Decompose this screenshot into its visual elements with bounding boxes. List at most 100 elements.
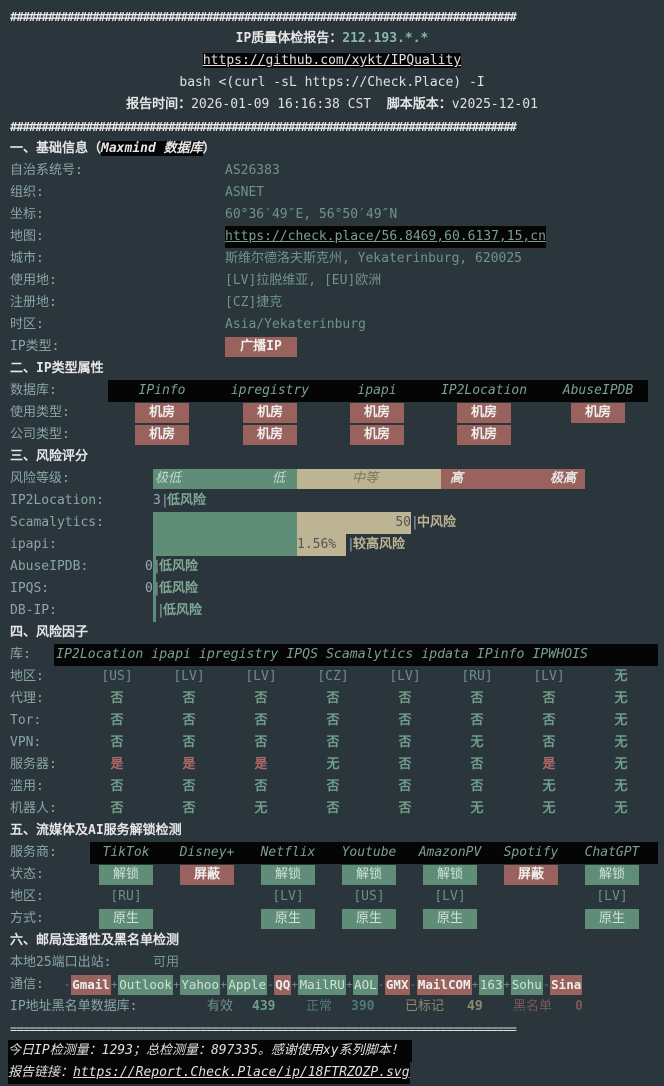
factor-value: 无	[614, 757, 628, 772]
factor-value: 否	[398, 779, 412, 794]
factors-lib-row: 库:IP2Location ipapi ipregistry IPQS Scam…	[0, 644, 664, 666]
report-meta: 报告时间：2026-01-09 16:16:38 CST 脚本版本：v2025-…	[0, 94, 664, 116]
factor-row: 滥用:否否否否否否无无	[0, 776, 664, 798]
db-header-bar	[108, 380, 648, 402]
basic-info-row: 注册地:[CZ]捷克	[0, 292, 664, 314]
report-link-label: 报告链接：	[8, 1065, 74, 1080]
factor-value: 否	[542, 691, 556, 706]
github-link[interactable]: https://github.com/xykt/IPQuality	[202, 53, 462, 68]
provider-name: TikTok	[102, 845, 150, 860]
provider-name: Spotify	[503, 845, 559, 860]
score-level: 低风险	[163, 603, 203, 618]
streaming-region: [LV]	[434, 889, 466, 904]
field-label: 服务器:	[10, 757, 57, 772]
mail-separator: -	[409, 978, 417, 991]
field-label: 本地25端口出站:	[10, 955, 112, 970]
mail-provider-outlook: Outlook	[118, 975, 174, 995]
hash-divider: ########################################…	[0, 116, 664, 138]
mail-provider-aol: AOL	[353, 975, 378, 995]
usage-type-badge: 机房	[243, 403, 297, 423]
db-name: IPinfo	[138, 383, 186, 398]
script-version: v2025-12-01	[451, 97, 538, 112]
factor-value: 是	[182, 757, 196, 772]
factor-value: [RU]	[461, 669, 493, 684]
report-time-label: 报告时间：	[126, 97, 192, 112]
lib-header-bar	[54, 644, 658, 666]
usage-type-badge: 机房	[571, 403, 625, 423]
factor-row: 代理:否否否否否否否无	[0, 688, 664, 710]
hash-divider: ########################################…	[0, 6, 664, 28]
company-type-badge: 机房	[135, 425, 189, 445]
normal-label: 正常	[306, 999, 333, 1014]
report-link-row: 报告链接：https://Report.Check.Place/ip/18FTR…	[0, 1062, 664, 1084]
factor-value: [US]	[101, 669, 133, 684]
unlock-method-badge: 原生	[423, 909, 477, 929]
db-name: AbuseIPDB	[562, 383, 634, 398]
company-type-row: 公司类型:机房机房机房机房	[0, 424, 664, 446]
field-label: 时区:	[10, 317, 44, 332]
field-label: 风险等级:	[10, 471, 70, 486]
factor-value: 无	[254, 801, 268, 816]
section-title: 二、IP类型属性	[10, 361, 104, 376]
risk-level-row: 风险等级:极低低中等高极高	[0, 468, 664, 490]
mail-separator: +	[503, 978, 511, 991]
factor-value: 是	[254, 757, 268, 772]
factor-value: 无	[326, 757, 340, 772]
report-link[interactable]: https://Report.Check.Place/ip/18FTRZOZP.…	[73, 1065, 410, 1080]
risk-level-label: 低	[272, 471, 286, 486]
score-value: 3	[153, 493, 161, 508]
section-risk-title: 三、风险评分	[0, 446, 664, 468]
field-value: Asia/Yekaterinburg	[225, 317, 366, 332]
unlock-status-badge: 屏蔽	[504, 865, 558, 885]
factor-value: 否	[110, 801, 124, 816]
field-label: 使用地:	[10, 273, 57, 288]
streaming-region: [US]	[353, 889, 385, 904]
basic-info-row: 地图:https://check.place/56.8469,60.6137,1…	[0, 226, 664, 248]
risk-level-label: 中等	[352, 471, 379, 486]
section-title-db: Maxmind 数据库	[101, 141, 203, 156]
field-label: 组织:	[10, 185, 44, 200]
ip-type-badge: 广播IP	[225, 337, 297, 357]
factor-row: VPN:否否否否否无否无	[0, 732, 664, 754]
field-label: Tor:	[10, 713, 42, 728]
factor-value: 否	[254, 779, 268, 794]
scamalytics-ipapi-bar	[153, 512, 297, 556]
map-link[interactable]: https://check.place/56.8469,60.6137,15,c…	[225, 226, 546, 248]
streaming-region-row: 地区:[RU][LV][US][LV][LV]	[0, 886, 664, 908]
mail-separator: -	[64, 978, 71, 991]
usage-type-badge: 机房	[350, 403, 404, 423]
usage-type-row: 使用类型:机房机房机房机房机房	[0, 402, 664, 424]
factor-value: [CZ]	[317, 669, 349, 684]
field-value: [CZ]捷克	[225, 295, 283, 310]
factor-value: 无	[542, 779, 556, 794]
factor-value: 否	[398, 691, 412, 706]
streaming-method-row: 方式:原生原生原生原生原生	[0, 908, 664, 930]
factor-value: 否	[542, 713, 556, 728]
score-source: Scamalytics:	[10, 515, 104, 530]
unlock-status-badge: 解锁	[99, 865, 153, 885]
hash-line: ########################################…	[10, 10, 517, 24]
factor-value: 否	[182, 801, 196, 816]
section-title: 四、风险因子	[10, 625, 89, 640]
basic-info-row: IP类型:广播IP	[0, 336, 664, 358]
factor-value: 是	[542, 757, 556, 772]
mail-separator: +	[471, 978, 479, 991]
score-source: DB-IP:	[10, 603, 57, 618]
field-label: 服务商:	[10, 845, 57, 860]
usage-type-badge: 机房	[457, 403, 511, 423]
unlock-status-badge: 解锁	[423, 865, 477, 885]
score-separator: |	[153, 581, 161, 596]
field-label: 数据库:	[10, 383, 57, 398]
risk-score-row: ipapi:1.56%|较高风险	[0, 534, 664, 556]
section-title: 六、邮局连通性及黑名单检测	[10, 933, 180, 948]
factor-value: [LV]	[533, 669, 565, 684]
title-label: IP质量体检报告：	[235, 31, 343, 46]
field-label: 地区:	[10, 669, 44, 684]
mail-separator: +	[346, 978, 353, 991]
risk-level-label: 高	[450, 471, 464, 486]
factor-value: 否	[110, 691, 124, 706]
factor-value: 否	[110, 735, 124, 750]
port25-row: 本地25端口出站:可用	[0, 952, 664, 974]
